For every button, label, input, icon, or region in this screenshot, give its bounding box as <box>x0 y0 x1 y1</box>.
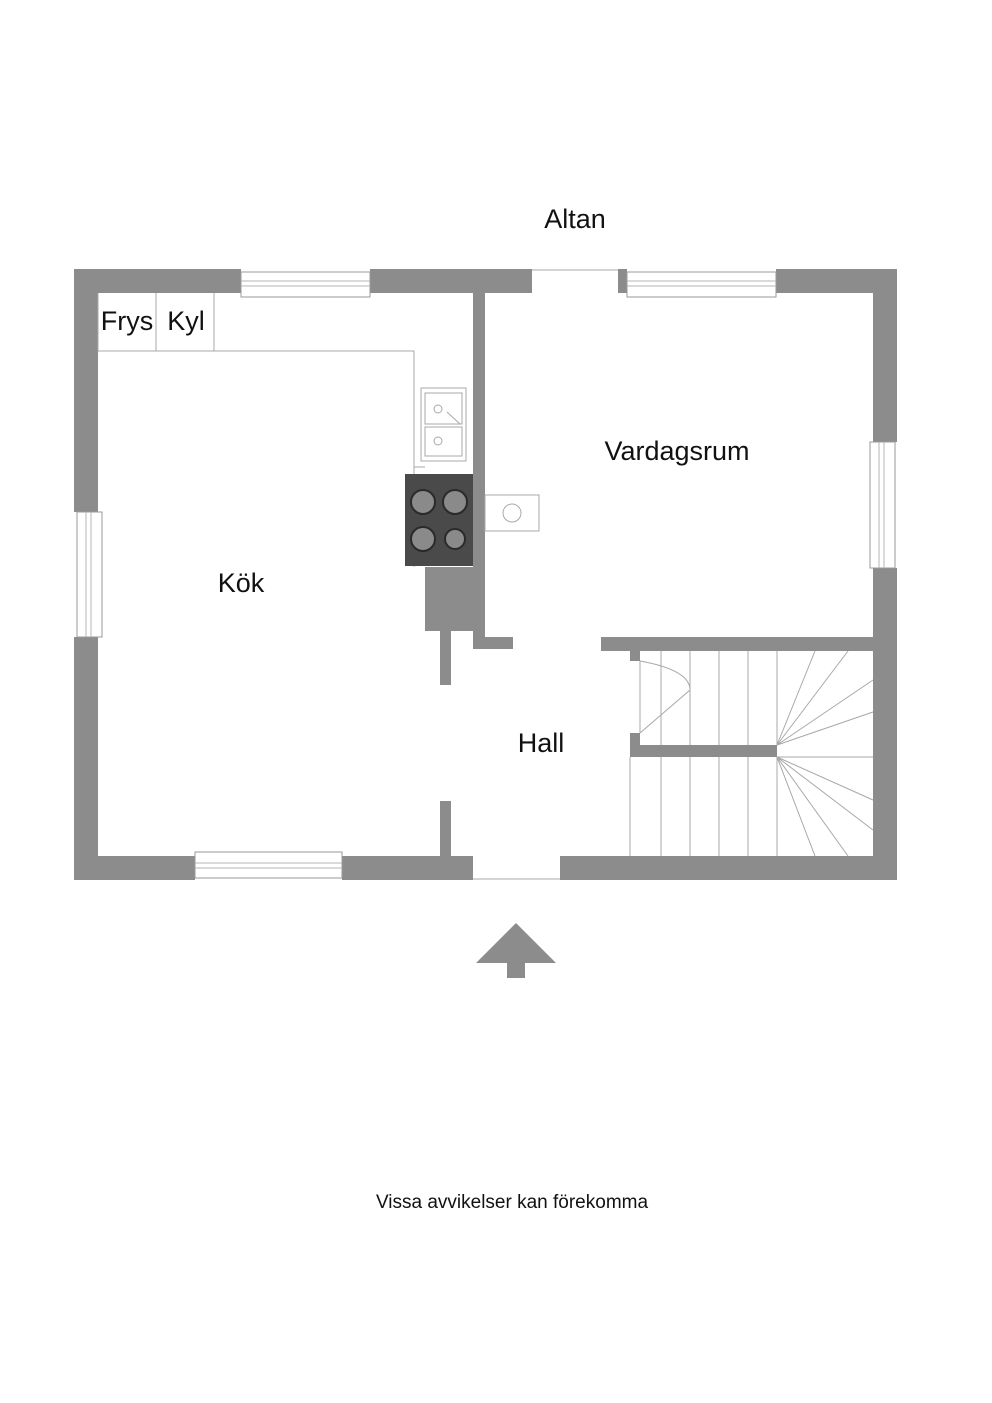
wall-top-left <box>74 269 241 293</box>
wall-top-middle <box>370 269 532 293</box>
label-hall: Hall <box>518 728 565 758</box>
label-kyl: Kyl <box>167 306 205 336</box>
window-top-kitchen <box>240 271 371 298</box>
label-kok: Kök <box>218 568 265 598</box>
wall-bottom-left <box>74 856 195 880</box>
stair-door <box>639 660 691 734</box>
window-left-kitchen <box>76 511 103 638</box>
wall-chimney-post <box>440 631 451 685</box>
kitchen-counter <box>98 350 425 468</box>
window-bottom-kitchen <box>194 851 343 879</box>
entrance-arrow-icon <box>476 923 556 978</box>
wall-bottom-middle <box>342 856 473 880</box>
wall-left-upper <box>74 269 98 512</box>
windows <box>76 271 896 879</box>
wall-right-upper <box>873 269 897 442</box>
wall-stair-top <box>601 637 873 651</box>
outer-walls <box>74 269 897 880</box>
fridge-freezer-units <box>97 293 215 351</box>
label-frys: Frys <box>101 306 153 336</box>
wall-bottom-right <box>560 856 897 880</box>
stair-upper-steps <box>660 650 874 746</box>
wall-stair-door-jamb <box>630 637 640 661</box>
door-openings <box>473 269 618 880</box>
footer-note: Vissa avvikelser kan förekomma <box>376 1192 649 1213</box>
label-vardagsrum: Vardagsrum <box>604 436 749 466</box>
label-altan: Altan <box>544 204 606 234</box>
stair-lower-steps <box>629 756 874 857</box>
fireplace-icon <box>484 494 540 532</box>
wall-kitchen-living <box>473 293 485 649</box>
sink-icon <box>420 387 467 462</box>
window-top-living <box>626 271 777 298</box>
wall-left-lower <box>74 637 98 880</box>
wall-stair-middle <box>630 745 777 757</box>
stove-icon <box>405 474 473 566</box>
wall-hall-stub-left <box>473 637 513 649</box>
staircase <box>629 650 874 857</box>
wall-hall-post <box>440 801 451 856</box>
wall-top-stub <box>618 269 627 293</box>
window-right-living <box>869 441 896 569</box>
kitchen-fittings <box>97 293 540 567</box>
interior-walls <box>425 293 873 856</box>
wall-right-lower <box>873 568 897 880</box>
wall-chimney <box>425 567 473 631</box>
